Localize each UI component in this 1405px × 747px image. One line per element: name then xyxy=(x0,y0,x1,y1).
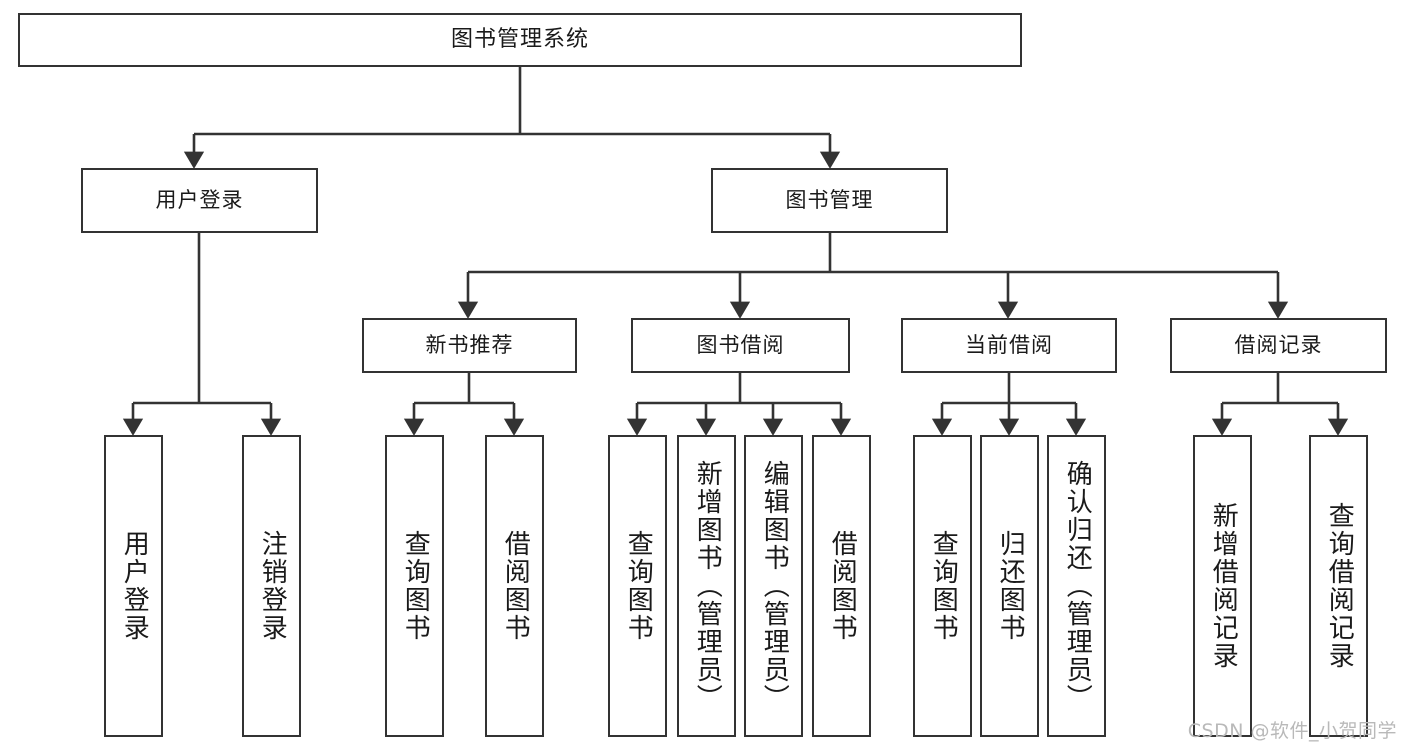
node-label: 图书管理 xyxy=(785,188,874,212)
node-label: 归还图书 xyxy=(995,530,1026,642)
node-label: 用户登录 xyxy=(119,530,150,642)
node-label: 注销登录 xyxy=(257,530,288,642)
node-label: 查询图书 xyxy=(400,530,431,642)
node-label: 确认归还（管理员） xyxy=(1062,460,1093,712)
node-user-login[interactable]: 用户登录 xyxy=(81,168,318,233)
leaf-add-book-admin[interactable]: 新增图书（管理员） xyxy=(677,435,736,737)
node-new-book-recommend[interactable]: 新书推荐 xyxy=(362,318,577,373)
node-label: 编辑图书（管理员） xyxy=(759,460,790,712)
leaf-confirm-return-admin[interactable]: 确认归还（管理员） xyxy=(1047,435,1106,737)
node-book-management[interactable]: 图书管理 xyxy=(711,168,948,233)
node-label: 用户登录 xyxy=(155,188,244,212)
node-label: 借阅记录 xyxy=(1234,333,1323,357)
node-label: 查询图书 xyxy=(623,530,654,642)
node-label: 新增图书（管理员） xyxy=(692,460,723,712)
node-label: 图书管理系统 xyxy=(450,27,589,52)
leaf-return-book[interactable]: 归还图书 xyxy=(980,435,1039,737)
leaf-borrow-book[interactable]: 借阅图书 xyxy=(812,435,871,737)
node-book-borrow[interactable]: 图书借阅 xyxy=(631,318,850,373)
node-label: 查询借阅记录 xyxy=(1324,502,1355,670)
watermark: CSDN @软件_小贺同学 xyxy=(1187,720,1397,742)
node-root-system[interactable]: 图书管理系统 xyxy=(18,13,1022,67)
leaf-borrow-book-recommend[interactable]: 借阅图书 xyxy=(485,435,544,737)
node-label: 借阅图书 xyxy=(500,530,531,642)
node-label: 当前借阅 xyxy=(965,333,1053,357)
leaf-query-borrow-record[interactable]: 查询借阅记录 xyxy=(1309,435,1368,737)
node-label: 新书推荐 xyxy=(425,333,514,357)
node-label: 新增借阅记录 xyxy=(1208,502,1239,670)
leaf-query-book-recommend[interactable]: 查询图书 xyxy=(385,435,444,737)
node-label: 图书借阅 xyxy=(696,333,785,357)
leaf-query-book-borrow[interactable]: 查询图书 xyxy=(608,435,667,737)
node-current-borrow[interactable]: 当前借阅 xyxy=(901,318,1117,373)
leaf-edit-book-admin[interactable]: 编辑图书（管理员） xyxy=(744,435,803,737)
leaf-add-borrow-record[interactable]: 新增借阅记录 xyxy=(1193,435,1252,737)
leaf-query-book-current[interactable]: 查询图书 xyxy=(913,435,972,737)
node-label: 查询图书 xyxy=(928,530,959,642)
leaf-user-login[interactable]: 用户登录 xyxy=(104,435,163,737)
node-label: 借阅图书 xyxy=(827,530,858,642)
node-borrow-record[interactable]: 借阅记录 xyxy=(1170,318,1387,373)
leaf-logout[interactable]: 注销登录 xyxy=(242,435,301,737)
